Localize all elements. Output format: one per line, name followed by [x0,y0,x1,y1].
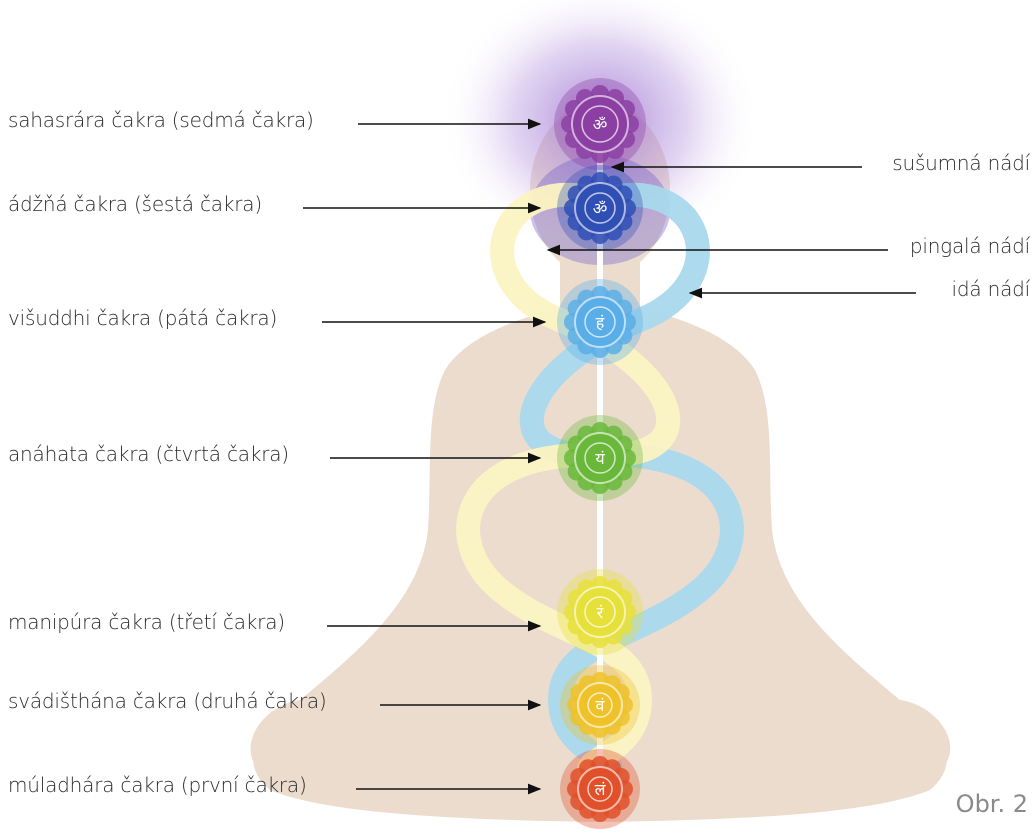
label-manipura: manipúra čakra (třetí čakra) [8,610,285,634]
chakra-ajna: ॐ [557,165,643,251]
chakra-symbol: ॐ [593,199,608,218]
label-ajna: ádžňá čakra (šestá čakra) [8,192,262,216]
label-pingala: pingalá nádí [910,234,1030,258]
label-ida: idá nádí [952,277,1030,301]
chakra-anahata: यं [557,415,643,501]
chakra-symbol: वं [596,696,606,715]
label-anahata: anáhata čakra (čtvrtá čakra) [8,442,289,466]
label-muladhara: múladhára čakra (první čakra) [8,773,307,797]
chakra-symbol: रं [597,603,604,622]
label-svadhisthana: svádišthána čakra (druhá čakra) [8,689,327,713]
label-vishuddhi: višuddhi čakra (pátá čakra) [8,306,277,330]
chakra-svadhisthana: वं [560,665,640,745]
chakra-vishuddhi: हं [557,279,643,365]
chakras-group: ॐ ॐ हं यं रं वं लं [554,78,646,829]
chakra-symbol: हं [596,313,605,332]
figure-number: Obr. 2 [956,790,1028,818]
chakra-symbol: यं [595,449,605,468]
chakra-symbol: ॐ [593,115,608,134]
chakra-manipura: रं [557,569,643,655]
chakra-sahasrara: ॐ [554,78,646,170]
label-sushumna: sušumná nádí [892,151,1030,175]
chakra-muladhara: लं [560,749,640,829]
label-sahasrara: sahasrára čakra (sedmá čakra) [8,108,314,132]
chakra-symbol: लं [595,780,607,799]
